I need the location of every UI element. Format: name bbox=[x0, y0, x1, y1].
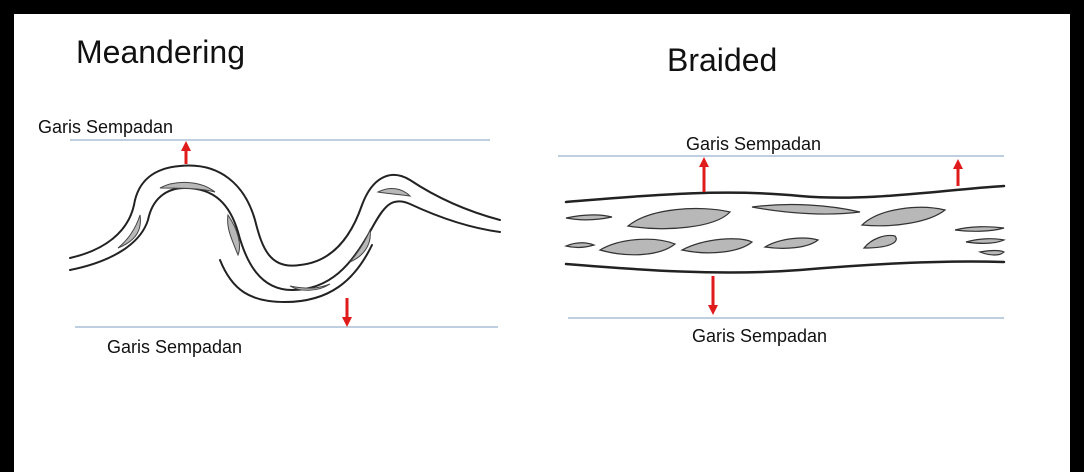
braid-bar bbox=[628, 209, 730, 229]
braid-bar bbox=[765, 238, 818, 248]
braided-top-boundary-label: Garis Sempadan bbox=[686, 134, 821, 155]
meander-bottom-boundary-label: Garis Sempadan bbox=[107, 337, 242, 358]
braided-bottom-boundary-label: Garis Sempadan bbox=[692, 326, 827, 347]
braid-bar bbox=[600, 239, 675, 255]
braided-channel-banks bbox=[566, 186, 1004, 272]
braid-bar bbox=[566, 243, 594, 248]
point-bar bbox=[378, 189, 410, 196]
braid-bar bbox=[966, 239, 1004, 244]
meandering-title: Meandering bbox=[76, 34, 245, 71]
braid-bar bbox=[862, 207, 945, 225]
braid-bar bbox=[752, 205, 860, 215]
braid-bar bbox=[980, 251, 1004, 256]
braid-bar bbox=[566, 215, 612, 220]
braid-bar bbox=[955, 227, 1004, 232]
braided-bars bbox=[566, 205, 1004, 255]
meander-top-boundary-label: Garis Sempadan bbox=[38, 117, 173, 138]
braid-bar bbox=[682, 239, 752, 253]
braid-bar bbox=[864, 236, 896, 249]
braided-title: Braided bbox=[667, 42, 777, 79]
